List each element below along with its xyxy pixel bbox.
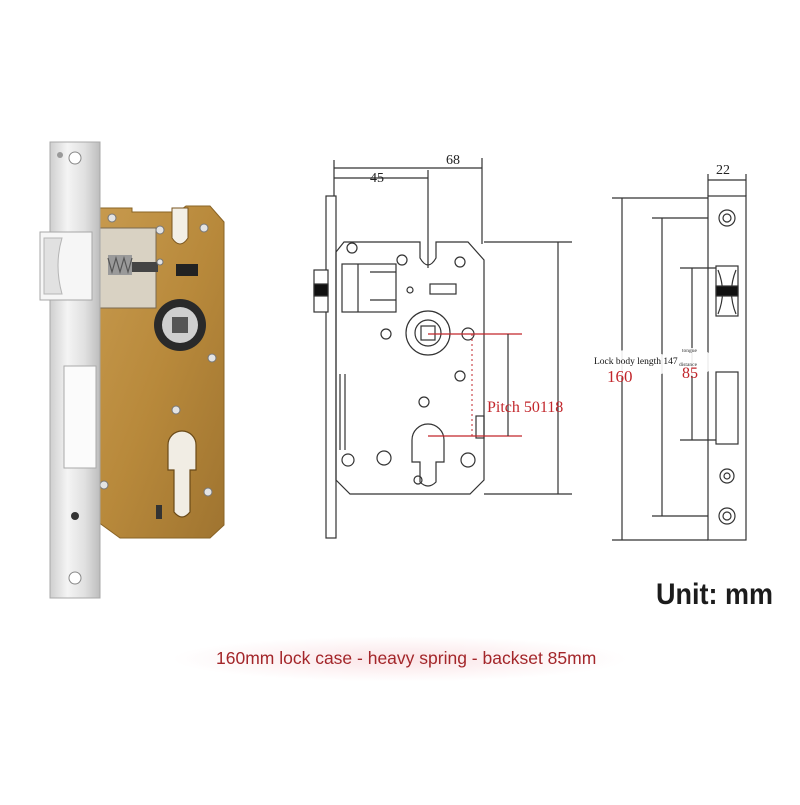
- screw: [156, 258, 164, 266]
- dim-text-45: 45: [370, 171, 384, 186]
- lock-photo: [39, 141, 225, 599]
- pitch-markers: [428, 333, 522, 437]
- drawing-screw: [406, 286, 414, 294]
- front-hole-low-inner: [723, 472, 731, 480]
- case-top-slot: [171, 207, 189, 245]
- drawing-latch-band: [313, 283, 329, 297]
- screw: [203, 487, 213, 497]
- drawing-screw: [413, 475, 423, 485]
- pitch-label: Pitch 50118: [487, 399, 563, 416]
- screw: [207, 353, 217, 363]
- dim-text-68: 68: [446, 153, 460, 168]
- product-caption: 160mm lock case - heavy spring - backset…: [216, 648, 597, 668]
- front-hole-top: [718, 209, 736, 227]
- tongue-label-line1: tongue: [682, 348, 698, 354]
- spindle-square: [172, 317, 188, 333]
- front-hole-bottom: [718, 507, 736, 525]
- cylinder-cutout: [167, 430, 197, 518]
- drawing-screw: [454, 256, 466, 268]
- drawing-hub-inner: [414, 319, 442, 347]
- faceplate-hole-top-small: [57, 152, 63, 158]
- dim-text-22: 22: [716, 163, 730, 178]
- faceplate-hole-mid: [71, 512, 79, 520]
- screw: [99, 480, 109, 490]
- spring-coil: [107, 255, 133, 275]
- screw: [155, 225, 165, 235]
- tongue-distance-value: 85: [682, 365, 698, 382]
- screw: [107, 213, 117, 223]
- lock-body-length-label: Lock body length 147: [594, 357, 678, 367]
- bracket: [176, 264, 198, 276]
- overall-length-value: 160: [607, 367, 633, 386]
- front-hole-top-inner: [722, 213, 732, 223]
- front-deadbolt-window: [715, 371, 739, 445]
- lock-side-drawing: [313, 158, 572, 539]
- case-small-slot: [156, 505, 162, 519]
- drawing-cylinder-cutout: [411, 423, 445, 487]
- drawing-hub-outer: [405, 310, 451, 356]
- drawing-hub-square: [420, 325, 436, 341]
- front-latch-band: [715, 285, 739, 297]
- tongue-label-line2: distance: [679, 362, 698, 368]
- case-screws: [99, 213, 217, 497]
- drawing-screw: [454, 370, 466, 382]
- unit-label: Unit: mm: [656, 578, 773, 611]
- drawing-screw: [376, 450, 392, 466]
- label-glow-147: [590, 350, 674, 378]
- caption-glow: [170, 636, 630, 682]
- drawing-screw: [460, 452, 476, 468]
- front-hole-bottom-inner: [722, 511, 732, 521]
- drawing-screw: [346, 242, 358, 254]
- deadbolt-window: [63, 365, 97, 469]
- drawing-faceplate: [325, 195, 337, 539]
- drawing-latch-housing: [341, 263, 397, 313]
- drawing-screw: [418, 396, 430, 408]
- front-hole-low: [719, 468, 735, 484]
- screw: [171, 405, 181, 415]
- latch-bar: [132, 262, 158, 272]
- faceplate-hole-top: [68, 151, 82, 165]
- drawing-case-outline: [335, 241, 485, 495]
- drawing-screw: [396, 254, 408, 266]
- front-faceplate: [707, 195, 747, 541]
- latch-spring: [108, 255, 132, 275]
- drawing-screws: [341, 242, 476, 485]
- drawing-right-tab: [475, 415, 485, 439]
- drawing-screw: [341, 453, 355, 467]
- faceplate-hole-bottom: [68, 571, 82, 585]
- screw: [199, 223, 209, 233]
- label-glow-85: [670, 348, 714, 376]
- drawing-screw: [380, 328, 392, 340]
- drawing-bracket: [429, 283, 457, 295]
- latch-tongue-bevel: [43, 237, 63, 295]
